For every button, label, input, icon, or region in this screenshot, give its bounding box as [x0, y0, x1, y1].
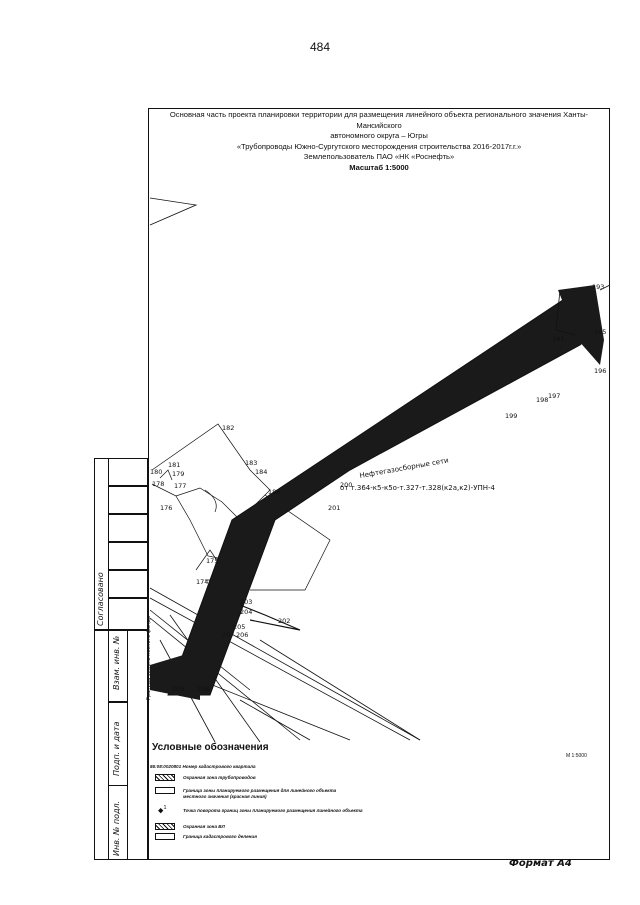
- stamp-inv-sub-label: Взам. инв. №: [112, 635, 121, 690]
- point-label: 195: [594, 328, 606, 336]
- point-label: 204: [240, 608, 252, 616]
- legend-point-symbol: ◆1: [158, 805, 167, 815]
- point-label: 206: [236, 631, 248, 639]
- point-labels: 193 195 191 196 197 198 199 182 183 184 …: [150, 283, 606, 693]
- header-line-1: Основная часть проекта планировки террит…: [169, 110, 589, 130]
- point-label: 209: [172, 685, 184, 693]
- legend-swatch-placement-zone: [155, 787, 175, 794]
- point-label: 186: [268, 488, 280, 496]
- point-label: 174: [196, 578, 208, 586]
- point-label: 191: [552, 335, 564, 343]
- pipeline-caption: Нефтегазосборные сети: [359, 456, 449, 480]
- forest-boundary-label: Граница земель лесного фонда: [146, 616, 152, 700]
- point-label: 197: [548, 392, 560, 400]
- point-label: 180: [150, 468, 162, 476]
- stamp-agreed-label: Согласовано: [96, 572, 105, 626]
- boundary-line: [149, 197, 198, 226]
- stamp-sign-date-label: Подп. и дата: [112, 721, 121, 777]
- point-label: 175: [206, 557, 218, 565]
- title-stamp: Согласовано Взам. инв. № Подп. и дата Ин…: [94, 458, 148, 860]
- point-label: 193: [592, 283, 604, 291]
- point-label: 208: [197, 685, 209, 693]
- zone-boundary-lines: [151, 423, 331, 591]
- point-label: 199: [505, 412, 517, 420]
- pipeline-corridor-east: [558, 285, 604, 365]
- header-line-2: автономного округа – Югры: [330, 131, 428, 140]
- point-label: 203: [240, 598, 252, 606]
- header-line-4: Землепользователь ПАО «НК «Роснефть»: [303, 152, 455, 161]
- point-label: 181: [168, 461, 180, 469]
- point-label: 200: [340, 481, 352, 489]
- pipeline-route: от т.364-к5-к5о-т.327-т.328(к2а,к2)-УПН-…: [340, 484, 496, 492]
- point-label: 198: [536, 396, 548, 404]
- point-label: 176: [160, 504, 172, 512]
- legend-title: Условные обозначения: [152, 742, 269, 753]
- point-label: 201: [328, 504, 340, 512]
- point-label: 205: [233, 623, 245, 631]
- legend-scale-note: М 1:5000: [566, 753, 587, 759]
- legend-text: Охранная зона трубопроводов: [183, 775, 256, 780]
- line-202: [239, 604, 301, 631]
- page-format: Формат А4: [509, 858, 572, 869]
- stamp-inv-orig-label: Инв. № подл.: [112, 800, 121, 856]
- pipeline-corridor: [167, 291, 598, 696]
- legend-text: Граница кадастрового деления: [183, 834, 257, 839]
- point-label: 183: [245, 459, 257, 467]
- point-label: 202: [278, 617, 290, 625]
- page-number: 484: [309, 40, 331, 54]
- header-scale: Масштаб 1:5000: [349, 162, 409, 172]
- point-label: 177: [174, 482, 186, 490]
- point-label: 196: [594, 367, 606, 375]
- legend-swatch-pipeline-zone: [155, 774, 175, 781]
- legend-point-index: 1: [163, 805, 167, 811]
- legend-text: Охранная зона ВЛ: [183, 824, 225, 829]
- point-label: 207: [222, 631, 234, 639]
- point-label: 182: [222, 424, 234, 432]
- point-label: 179: [172, 470, 184, 478]
- header-line-3: «Трубопроводы Южно-Сургутского месторожд…: [236, 141, 522, 151]
- point-label: 184: [255, 468, 267, 476]
- drawing-frame: [148, 108, 610, 860]
- boundary-line-east: [555, 289, 576, 336]
- drawing-header: Основная часть проекта планировки террит…: [150, 110, 608, 173]
- legend-swatch-cadastral: [155, 833, 175, 840]
- legend-text: Граница зоны планируемого размещения для…: [183, 788, 337, 799]
- legend-text: Номер кадастрового квартала: [182, 764, 256, 769]
- pipeline-corridor-west: [150, 650, 200, 700]
- legend-item-quarter: 86:08:0020801 Номер кадастрового квартал…: [150, 764, 256, 770]
- legend-swatch-power-zone: [155, 823, 175, 830]
- legend-code: 86:08:0020801: [150, 764, 182, 769]
- road-lines: [149, 587, 421, 743]
- legend-text: Точка поворота границ зоны планируемого …: [183, 808, 363, 813]
- point-label: 178: [152, 480, 164, 488]
